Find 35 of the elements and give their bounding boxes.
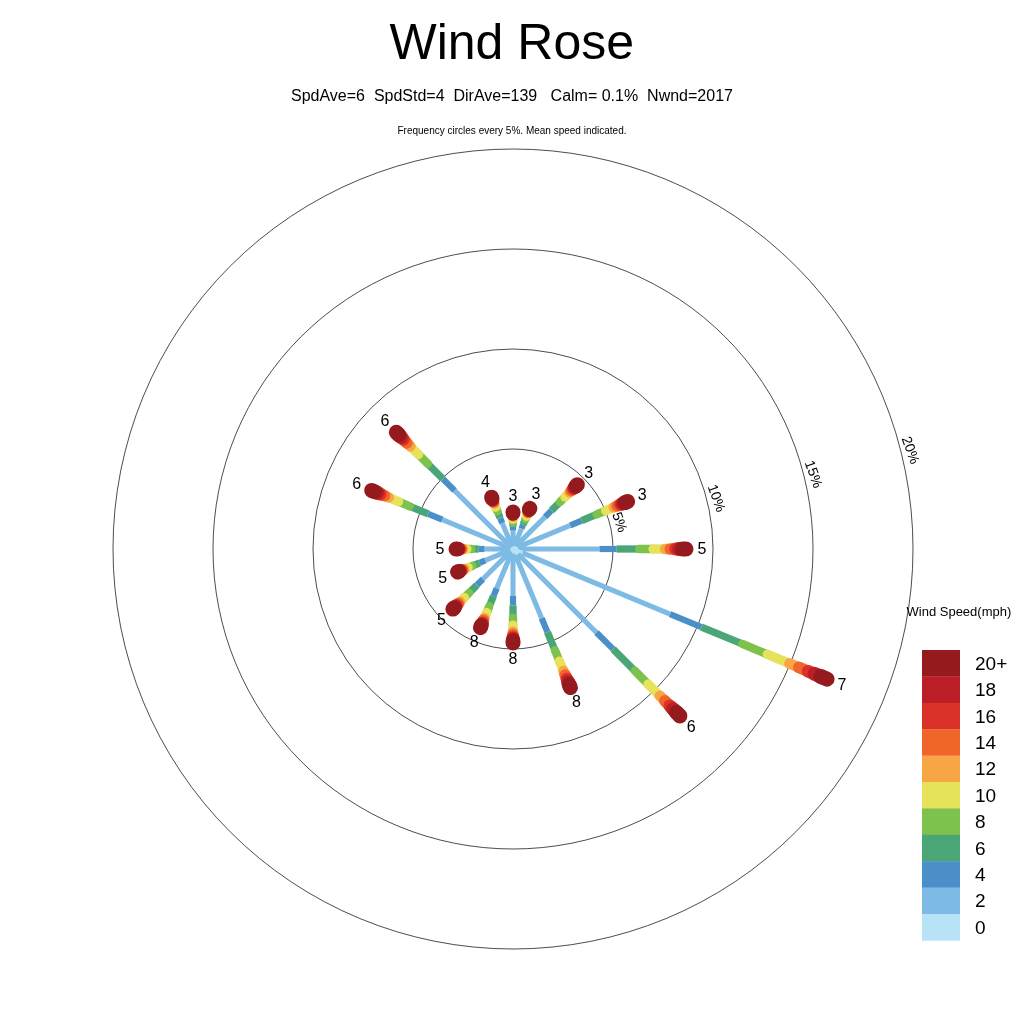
ring-label: 10% [705,482,729,514]
mean-speed-label: 5 [438,570,448,587]
legend-label: 10 [975,785,997,805]
mean-speed-label: 8 [508,651,518,667]
legend-label: 14 [975,732,997,752]
mean-speed-label: 7 [837,677,847,694]
mean-speed-label: 4 [480,474,490,491]
mean-speed-label: 3 [531,485,541,502]
legend-label: 18 [975,680,997,700]
legend-label: 12 [975,759,997,779]
chart-note: Frequency circles every 5%. Mean speed indicated. [397,126,627,136]
legend-label: 8 [975,812,986,832]
mean-speed-label: 6 [686,719,696,736]
legend-label: 0 [975,917,986,937]
legend-label: 20+ [975,653,1008,673]
statistics-line: SpdAve=6 SpdStd=4 DirAve=139 Calm= 0.1% Nwnd=2017 [291,88,733,104]
ring-label: 15% [802,458,826,490]
legend-label: 16 [975,706,997,726]
mean-speed-label: 3 [508,488,518,504]
legend-label: 6 [975,838,986,858]
mean-speed-label: 3 [637,487,647,504]
mean-speed-label: 6 [380,413,390,429]
legend-label: 2 [975,891,986,911]
mean-speed-label: 6 [352,476,362,493]
mean-speed-label: 3 [584,465,594,482]
ring-label: 20% [899,434,923,466]
legend-title: Wind Speed(mph) [906,604,1012,618]
mean-speed-label: 8 [572,694,581,711]
ring-label: 5% [609,510,630,535]
chart-title: Wind Rose [389,17,635,67]
mean-speed-label: 8 [469,634,479,651]
mean-speed-label: 5 [437,612,446,629]
mean-speed-label: 5 [697,541,707,557]
legend-label: 4 [975,864,986,884]
mean-speed-label: 5 [435,541,445,557]
